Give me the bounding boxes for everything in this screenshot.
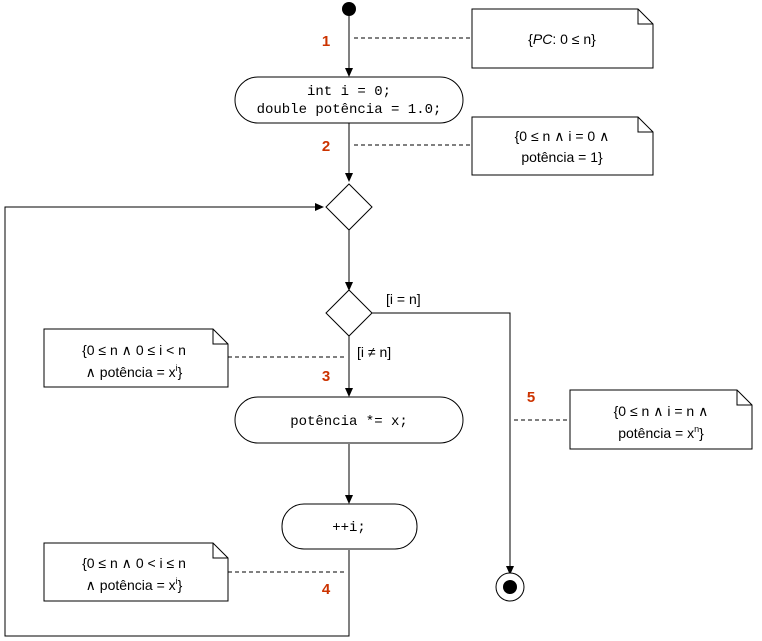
guard-exit: [i = n]: [386, 291, 421, 307]
action-init-line1: int i = 0;: [307, 84, 391, 100]
note-4: [43, 542, 229, 602]
merge-node: [325, 183, 373, 231]
note-5-line1: {0 ≤ n ∧ i = n ∧: [614, 403, 709, 419]
action-init-line2: double potência = 1.0;: [257, 102, 442, 118]
marker-3: 3: [322, 368, 330, 385]
action-increment: [281, 503, 418, 550]
marker-2: 2: [322, 138, 330, 155]
note-3-line2: ∧ potência = xi}: [86, 363, 183, 380]
note-3-fold: [212, 329, 228, 345]
note-5-fold: [736, 390, 752, 406]
note-3-line1: {0 ≤ n ∧ 0 ≤ i < n: [82, 342, 186, 358]
action-multiply: [234, 396, 464, 444]
marker-4: 4: [322, 581, 331, 598]
note-4-line1: {0 ≤ n ∧ 0 < i ≤ n: [82, 555, 186, 571]
note-2: [471, 116, 654, 176]
edge-loop-back: [4, 203, 350, 637]
note-2-line2: potência = 1}: [521, 149, 603, 165]
note-2-fold: [637, 117, 653, 133]
edge-exit: [372, 312, 514, 575]
note-4-fold: [212, 543, 228, 559]
guard-continue: [i ≠ n]: [357, 344, 391, 360]
note-4-line2: ∧ potência = xi}: [86, 576, 183, 593]
note-2-line1: {0 ≤ n ∧ i = 0 ∧: [515, 128, 610, 144]
note-3: [43, 328, 229, 388]
marker-1: 1: [322, 33, 330, 50]
action-init: [234, 76, 464, 124]
note-5: [569, 389, 753, 450]
marker-5: 5: [527, 389, 535, 406]
note-pc: [471, 8, 654, 69]
decision-node: [325, 289, 373, 337]
final-node: [503, 580, 517, 594]
note-pc-text: {PC: 0 ≤ n}: [528, 31, 596, 47]
note-5-line2: potência = xn}: [618, 424, 704, 441]
initial-node: [342, 2, 356, 16]
action-increment-label: ++i;: [332, 520, 366, 536]
action-multiply-label: potência *= x;: [290, 414, 408, 430]
note-pc-fold: [637, 9, 653, 25]
